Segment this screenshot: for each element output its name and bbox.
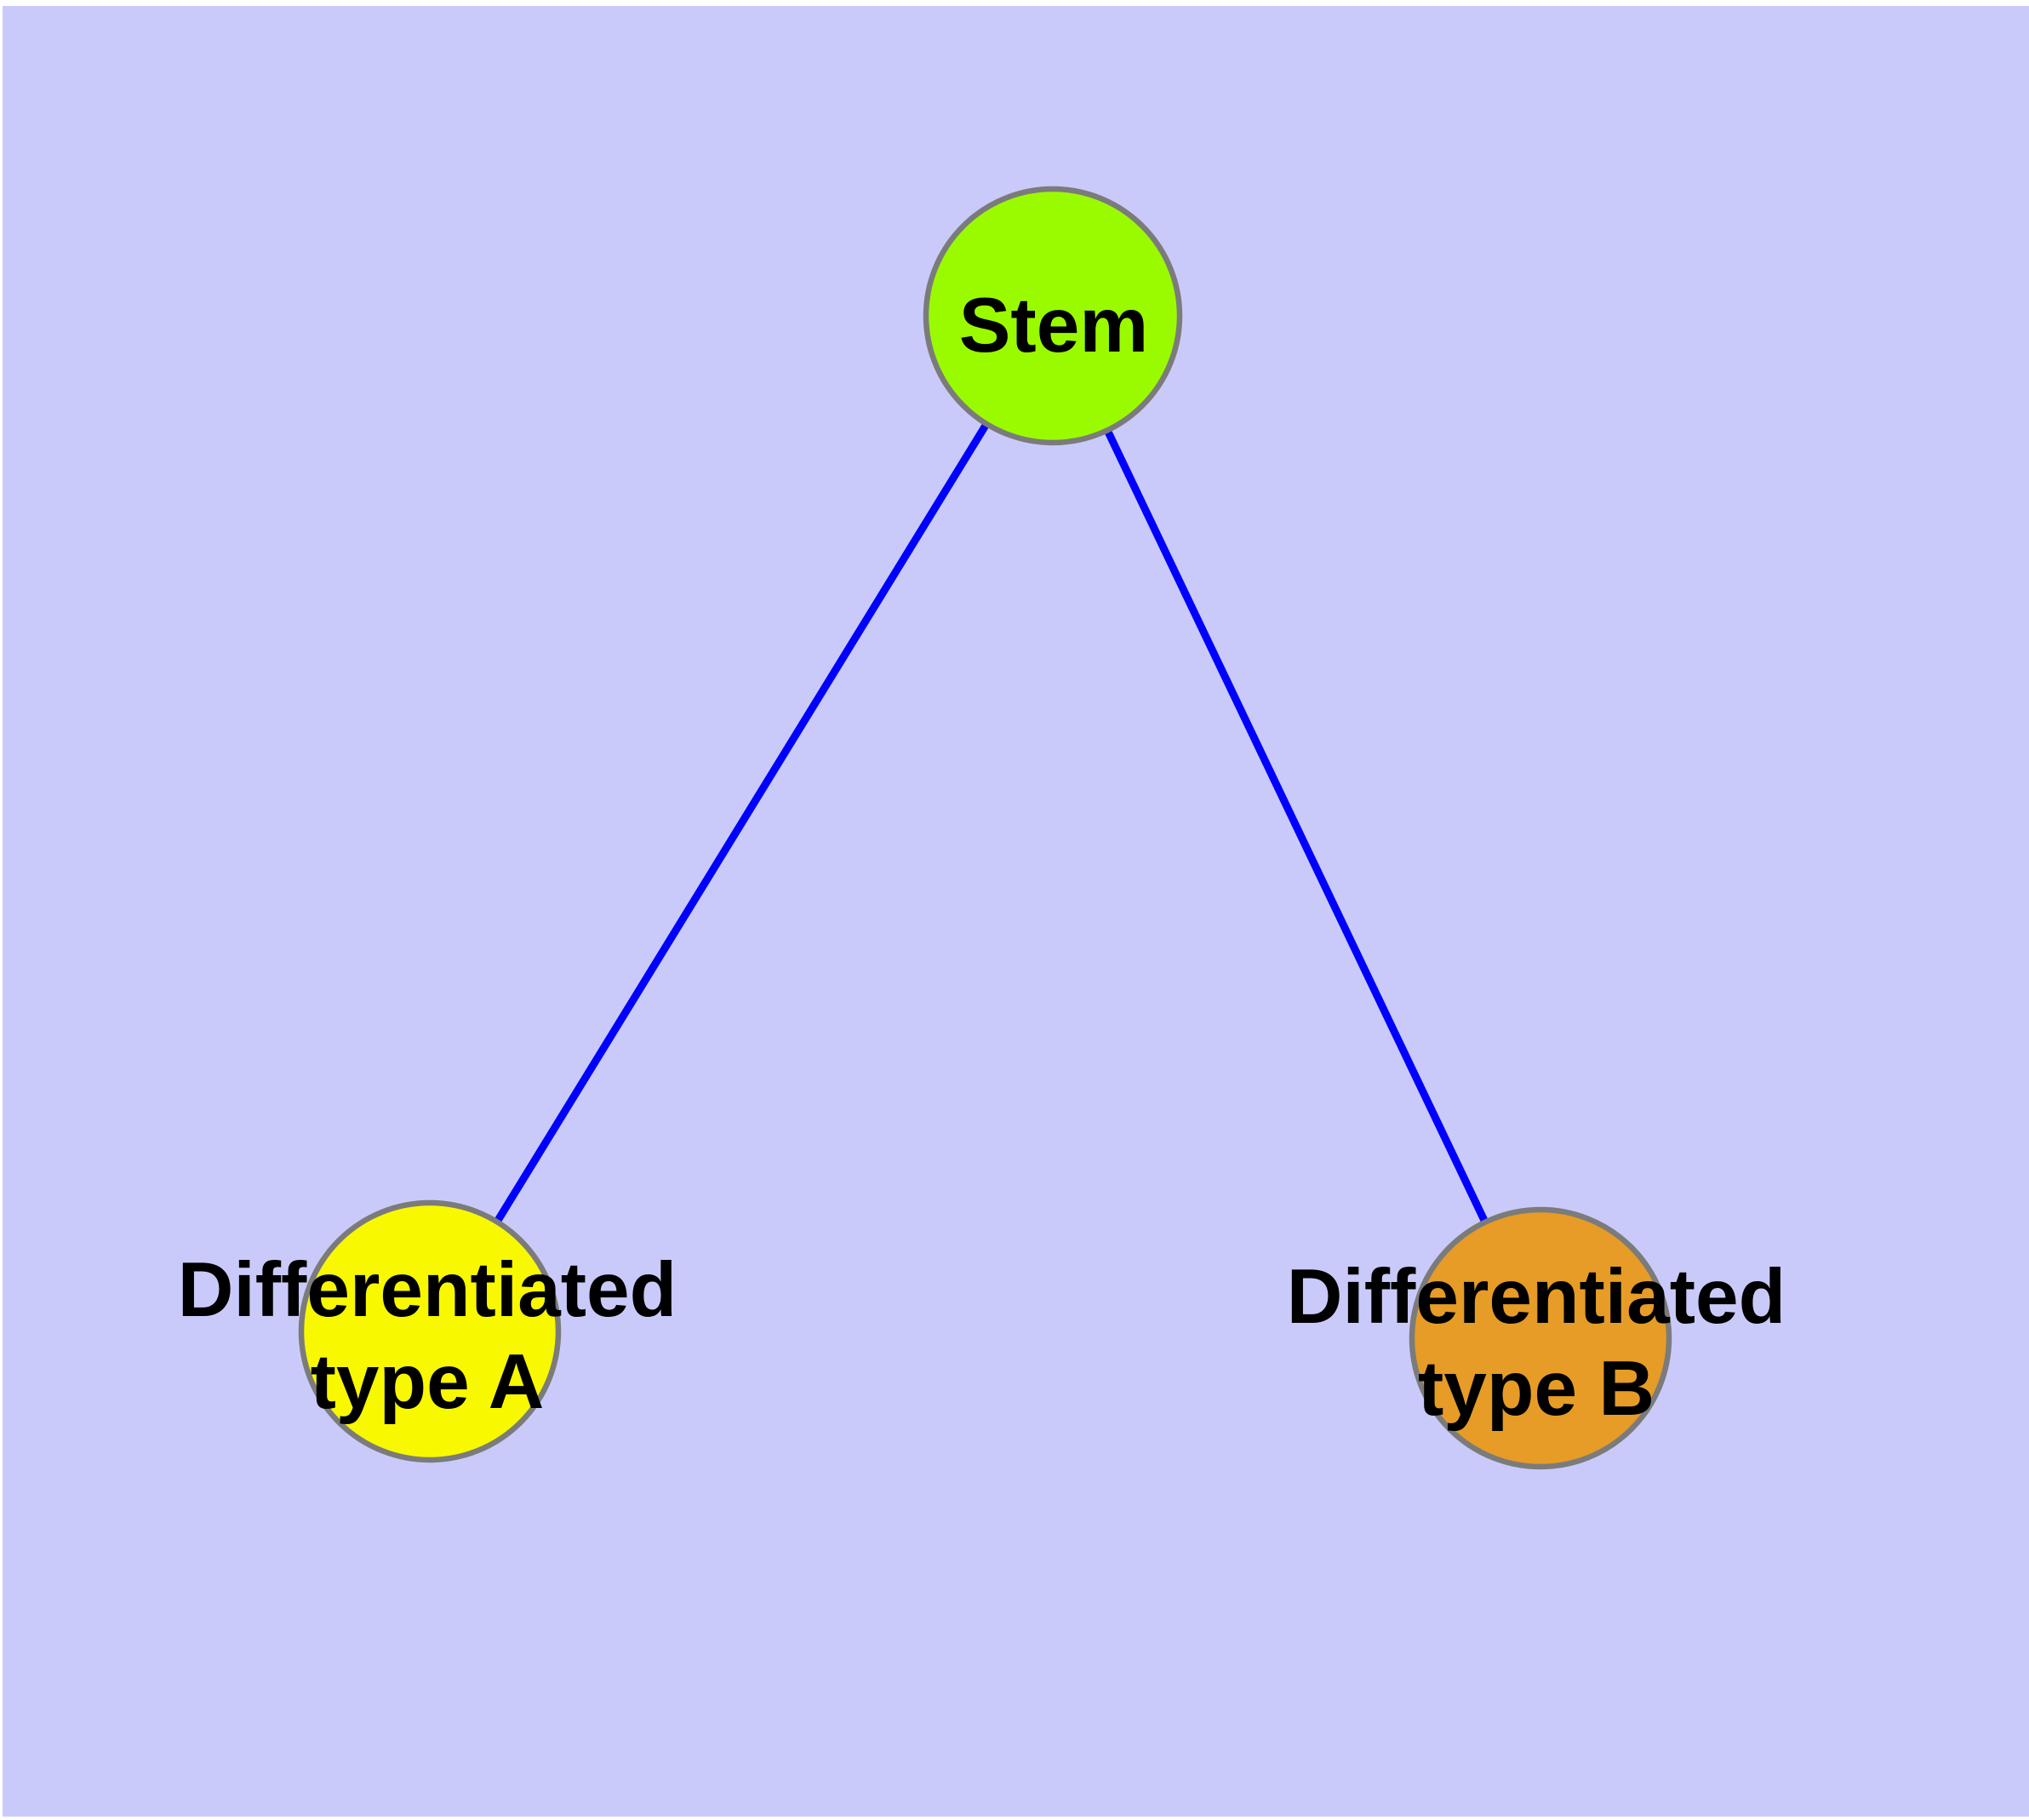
edge-stem-to-diff-b [1049, 314, 1545, 1340]
node-diff-b-label-line2: type B [1418, 1346, 1655, 1432]
node-diff-b-circle [1409, 1206, 1672, 1470]
node-diff-a-label-line1: Differentiated [178, 1247, 677, 1333]
node-diff-b-label-line1: Differentiated [1287, 1254, 1786, 1340]
edge-stem-to-diff-a [426, 313, 1056, 1334]
node-stem-circle [923, 186, 1183, 446]
node-diff-a-circle [298, 1199, 562, 1463]
node-diff-a-label-line2: type A [311, 1339, 545, 1425]
node-stem-label: Stem [959, 283, 1149, 369]
